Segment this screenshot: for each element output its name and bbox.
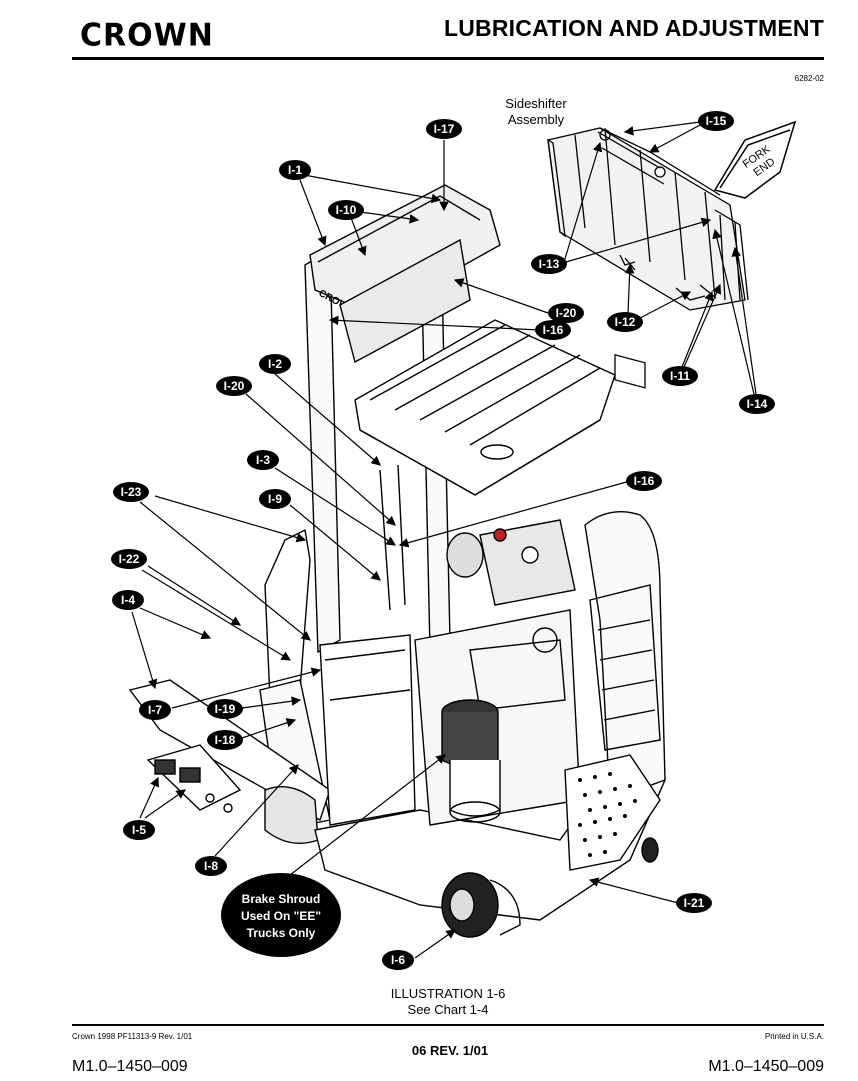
svg-text:I-12: I-12 [615,315,636,329]
callout-i4: I-4 [112,590,144,610]
callout-i2: I-2 [259,354,291,374]
callout-i1: I-1 [279,160,311,180]
callout-i9: I-9 [259,489,291,509]
svg-text:I-21: I-21 [684,896,705,910]
callout-i23: I-23 [113,482,149,502]
svg-text:I-11: I-11 [670,369,690,383]
callout-i5: I-5 [123,820,155,840]
svg-text:I-4: I-4 [121,593,135,607]
svg-text:I-2: I-2 [268,357,282,371]
svg-text:I-20: I-20 [556,306,577,320]
callout-i10: I-10 [328,200,364,220]
callout-i12: I-12 [607,312,643,332]
doc-number-right: M1.0–1450–009 [708,1058,824,1075]
svg-text:I-8: I-8 [204,859,218,873]
sideshifter-label-line-1: Sideshifter [505,96,567,111]
callout-i14: I-14 [739,394,775,414]
brake-note-line-1: Brake Shroud [242,892,321,906]
callout-i22: I-22 [111,549,147,569]
callout-i11: I-11 [662,366,698,386]
callout-i3: I-3 [247,450,279,470]
truck-drawing: CROWN [128,184,666,938]
header-rule [72,57,824,60]
svg-text:I-1: I-1 [288,163,302,177]
callout-i17: I-17 [426,119,462,139]
printed-in-text: Printed in U.S.A. [764,1032,824,1041]
sideshifter-label: Sideshifter Assembly [496,96,576,128]
callout-i8: I-8 [195,856,227,876]
svg-text:I-9: I-9 [268,492,282,506]
crown-logo: CROWN [80,17,214,54]
callout-i20-top: I-20 [548,303,584,323]
callout-i13: I-13 [531,254,567,274]
svg-text:I-14: I-14 [747,397,768,411]
svg-text:I-16: I-16 [543,323,564,337]
svg-text:I-10: I-10 [336,203,357,217]
brake-note-line-2: Used On "EE" [241,909,321,923]
figure-number: 6282-02 [794,74,824,83]
callout-i20-left: I-20 [216,376,252,396]
svg-text:I-17: I-17 [434,122,455,136]
svg-text:I-18: I-18 [215,733,236,747]
svg-text:I-23: I-23 [121,485,142,499]
svg-text:I-7: I-7 [148,703,162,717]
sideshifter-drawing [547,127,749,389]
svg-text:I-16: I-16 [634,474,655,488]
callout-i19: I-19 [207,699,243,719]
callout-i15: I-15 [698,111,734,131]
leader-lines [131,121,757,959]
svg-text:I-19: I-19 [215,702,236,716]
svg-text:I-15: I-15 [706,114,727,128]
svg-text:I-3: I-3 [256,453,270,467]
sideshifter-label-line-2: Assembly [507,112,565,127]
doc-number-left: M1.0–1450–009 [72,1058,188,1075]
brake-note-line-3: Trucks Only [247,926,316,940]
revision-label: 06 REV. 1/01 [411,1043,489,1058]
brake-shroud-note: Brake Shroud Used On "EE" Trucks Only [221,873,341,957]
callout-i6: I-6 [382,950,414,970]
caption-reference: See Chart 1-4 [407,1002,489,1017]
svg-text:I-13: I-13 [539,257,560,271]
svg-text:I-22: I-22 [119,552,140,566]
svg-text:I-6: I-6 [391,953,405,967]
callout-i21: I-21 [676,893,712,913]
callout-i18: I-18 [207,730,243,750]
caption-title: ILLUSTRATION 1-6 [390,986,506,1001]
illustration-caption: ILLUSTRATION 1-6 See Chart 1-4 [330,986,566,1018]
copyright-text: Crown 1998 PF11313-9 Rev. 1/01 [72,1032,193,1041]
callout-i16-top: I-16 [535,320,571,340]
callouts: I-17 I-15 I-1 I-10 I-13 I-20 I-16 I-12 I… [111,111,775,970]
footer-rule [72,1024,824,1026]
callout-i16-right: I-16 [626,471,662,491]
page-title: LUBRICATION AND ADJUSTMENT [444,15,824,41]
callout-i7: I-7 [139,700,171,720]
svg-text:I-5: I-5 [132,823,146,837]
svg-text:I-20: I-20 [224,379,245,393]
fork-end-arrow: FORK END [713,120,797,199]
